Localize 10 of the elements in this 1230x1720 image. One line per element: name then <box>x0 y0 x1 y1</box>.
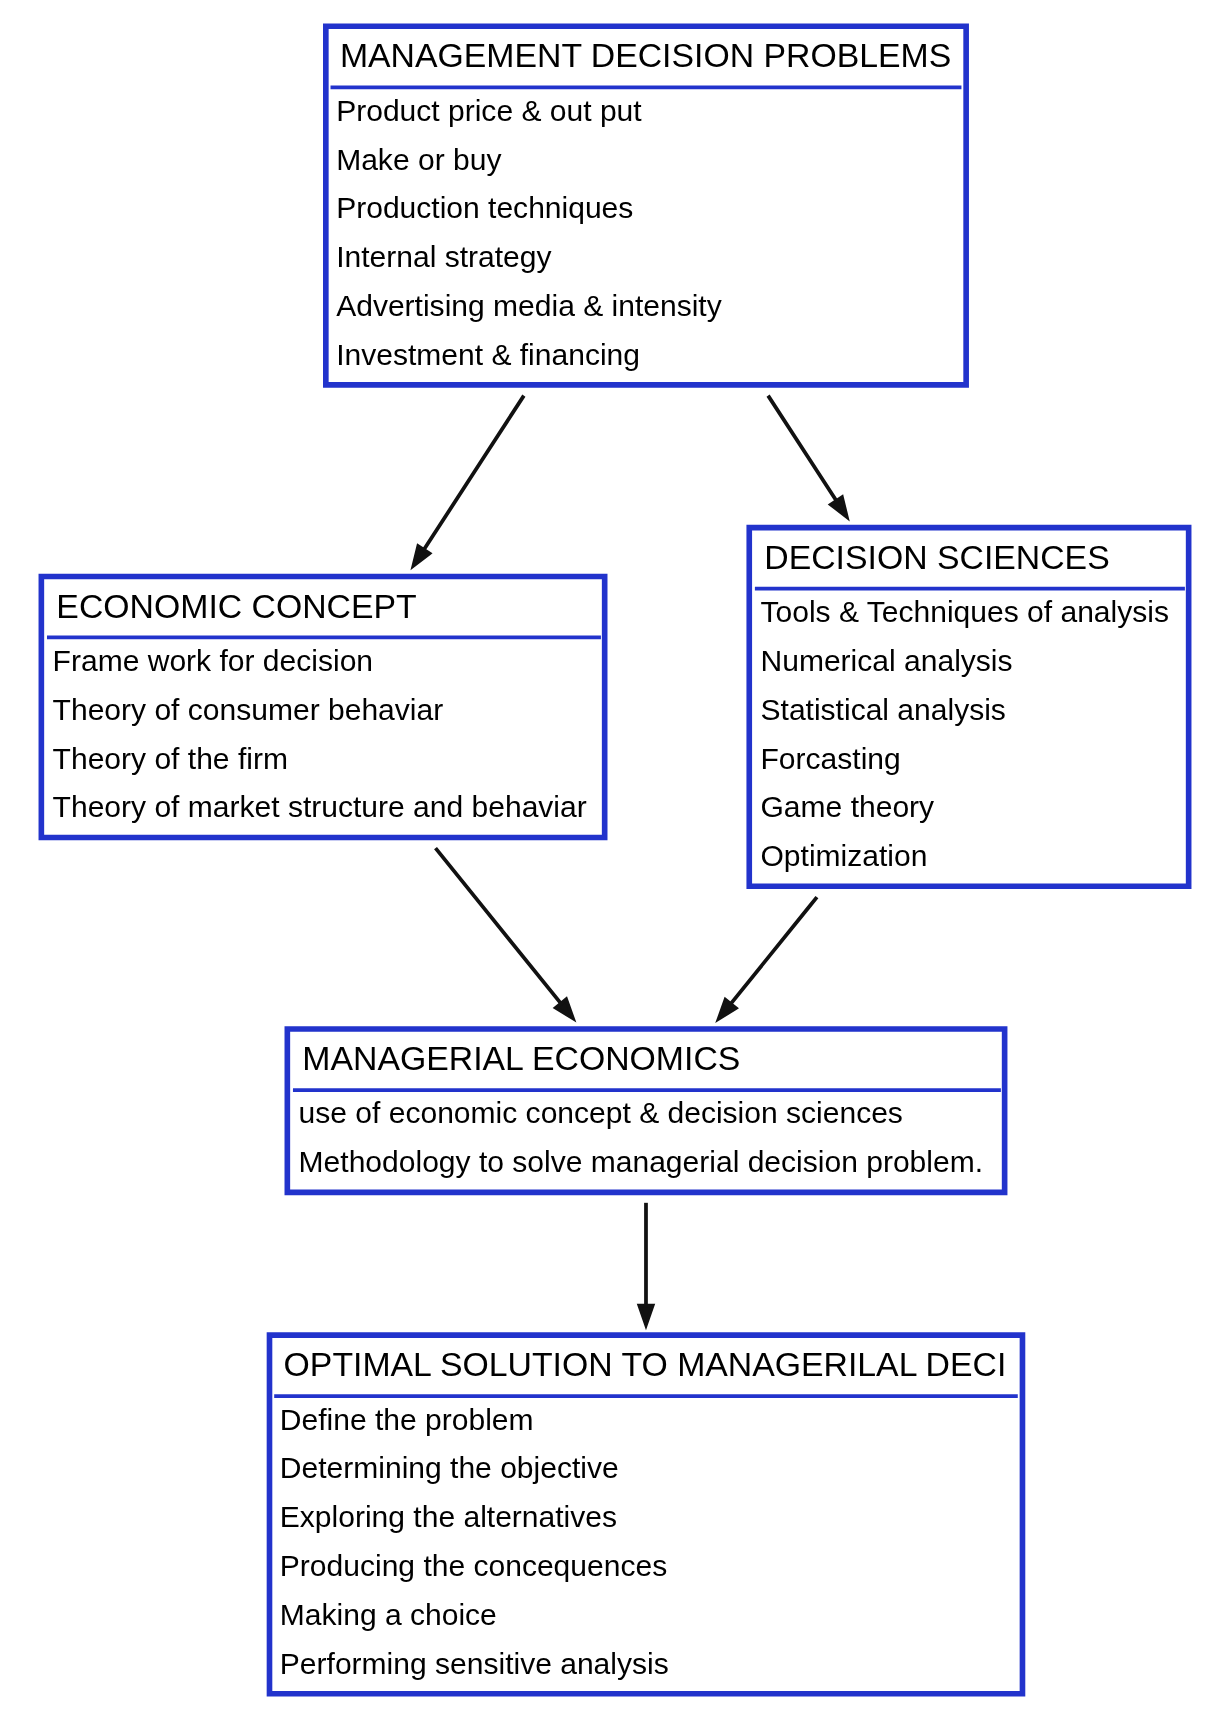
node-box: MANAGERIAL ECONOMICS use of economic concept & decision sciences Methodology to solve managerial decision problem. <box>284 1026 1008 1196</box>
node-box: MANAGEMENT DECISION PROBLEMS Product price & out put Make or buy Production techniques Internal strategy Advertising media & intensity Investment & financing <box>323 23 969 388</box>
node-box: ECONOMIC CONCEPT Frame work for decision Theory of consumer behaviar Theory of the firm Theory of market structure and behaviar <box>38 573 608 841</box>
node-box: DECISION SCIENCES Tools & Techniques of analysis Numerical analysis Statistical analysis Forcasting Game theory Optimization <box>746 524 1192 890</box>
arrow <box>766 394 850 522</box>
arrow <box>636 1202 656 1331</box>
arrow <box>715 895 819 1024</box>
arrow <box>410 394 526 571</box>
node-box: OPTIMAL SOLUTION TO MANAGERILAL DECI Define the problem Determining the objective Exploring the alternatives Producing the concequences Making a choice Performing sensitive analysis <box>266 1332 1026 1697</box>
arrow <box>434 847 577 1023</box>
